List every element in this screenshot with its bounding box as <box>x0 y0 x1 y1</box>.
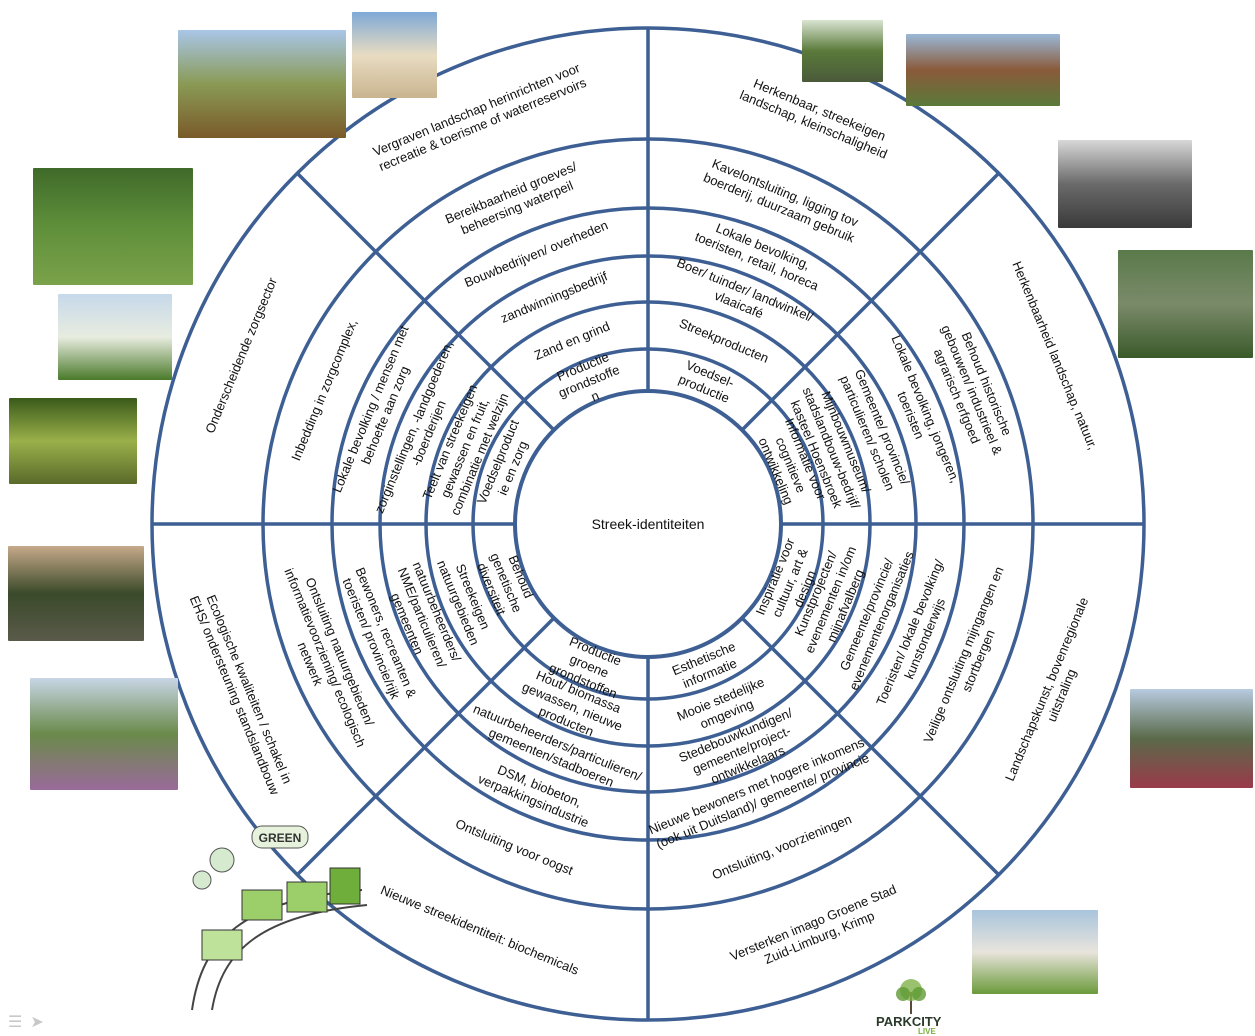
festival-crowd-photo <box>1130 689 1253 788</box>
people-picnic-photo <box>33 168 193 285</box>
castle-aerial-photo <box>1118 250 1253 358</box>
heathland-photo <box>30 678 178 790</box>
green-train-sketch: GREEN <box>182 820 372 1016</box>
sector-divider-3 <box>740 616 1000 876</box>
sheep-herd-photo <box>8 546 144 641</box>
slide-menu-icon[interactable]: ☰ <box>8 1012 31 1031</box>
next-slide-arrow-icon[interactable]: ➤ <box>30 1012 52 1031</box>
sector-divider-7 <box>296 172 556 432</box>
fruit-picker-photo <box>9 398 137 484</box>
sketch-sign-label: GREEN <box>259 831 302 845</box>
quarry-bulldozer-photo <box>178 30 346 138</box>
blossom-tree-photo <box>58 294 172 380</box>
sector-dividers <box>152 28 1144 1020</box>
sector-divider-1 <box>740 172 1000 432</box>
sector-divider-5 <box>296 616 556 876</box>
mine-railway-photo <box>1058 140 1192 228</box>
modern-house-photo <box>972 910 1098 994</box>
segment-label-r1-s5: Productiegroenegrondstoffen <box>547 630 632 701</box>
slide-navigation: ☰➤ <box>8 1012 52 1031</box>
logo-subtext: LIVE <box>918 1027 936 1036</box>
parkcity-live-logo: PARKCITY LIVE <box>876 978 946 1036</box>
sand-dune-photo <box>352 12 437 98</box>
market-crowd-photo <box>906 34 1060 106</box>
center-label: Streek-identiteiten <box>592 516 705 532</box>
farm-shop-photo <box>802 20 883 82</box>
logo-text: PARKCITY <box>876 1014 942 1029</box>
